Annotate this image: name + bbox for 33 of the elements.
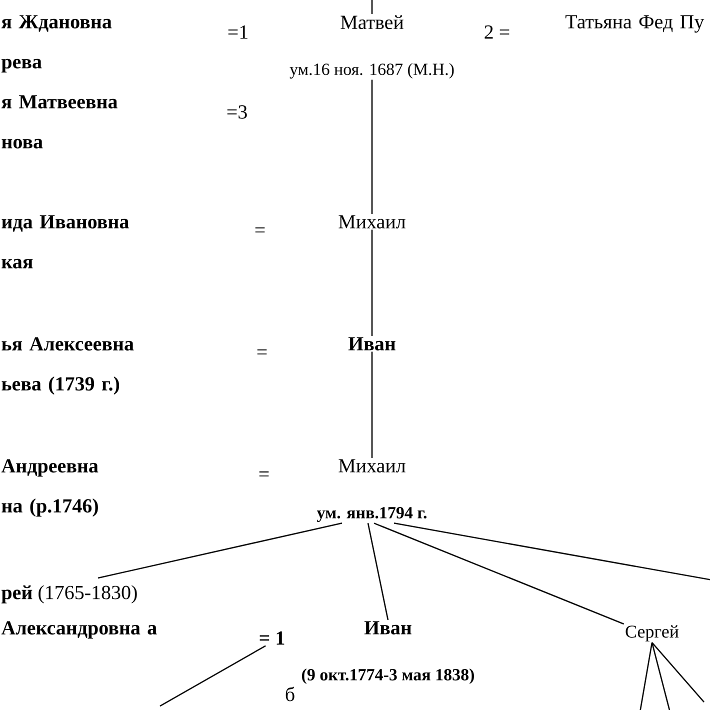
person-name: Андреевна на (р.1746) — [1, 459, 98, 517]
person-name: ья Алексеевна ьева (1739 г.) — [2, 337, 134, 395]
person-name: Иван — [348, 337, 396, 350]
family-line — [639, 642, 653, 710]
family-line — [160, 645, 266, 707]
family-line — [371, 0, 373, 14]
family-line — [374, 522, 624, 625]
person-name: ида Ивановна кая — [2, 215, 129, 268]
relation-sign: = — [259, 471, 269, 476]
family-line — [371, 230, 373, 336]
family-line — [394, 522, 710, 581]
family-line — [371, 352, 373, 458]
person-name: Александровна а — [1, 621, 157, 639]
family-line — [652, 642, 704, 702]
family-line — [371, 80, 373, 214]
person-name: Татьяна Фед Пу — [565, 15, 704, 33]
person-name: Михаил — [338, 215, 406, 228]
family-line — [651, 642, 671, 710]
marriage-number: = 1 — [260, 631, 284, 645]
family-line — [367, 523, 389, 620]
person-name: Сергей — [626, 625, 679, 642]
relation-sign: = — [255, 227, 265, 232]
relation-sign: =1 — [228, 25, 248, 39]
person-name: я Матвеевна нова — [1, 95, 118, 148]
family-line — [98, 522, 342, 579]
relation-sign: =3 — [227, 105, 247, 119]
relation-sign: 2 = — [484, 25, 510, 39]
person-name: Матвей ум.16 ноя. 1687 (М.Н.) — [290, 15, 454, 79]
relation-sign: б — [286, 686, 294, 702]
person-name: Иван (9 окт.1774-3 мая 1838) — [302, 621, 474, 684]
relation-sign: = — [257, 349, 267, 354]
person-name: Михаил ум. янв.1794 г. — [316, 459, 426, 522]
person-name: рей (1765-1830) — [1, 585, 137, 604]
